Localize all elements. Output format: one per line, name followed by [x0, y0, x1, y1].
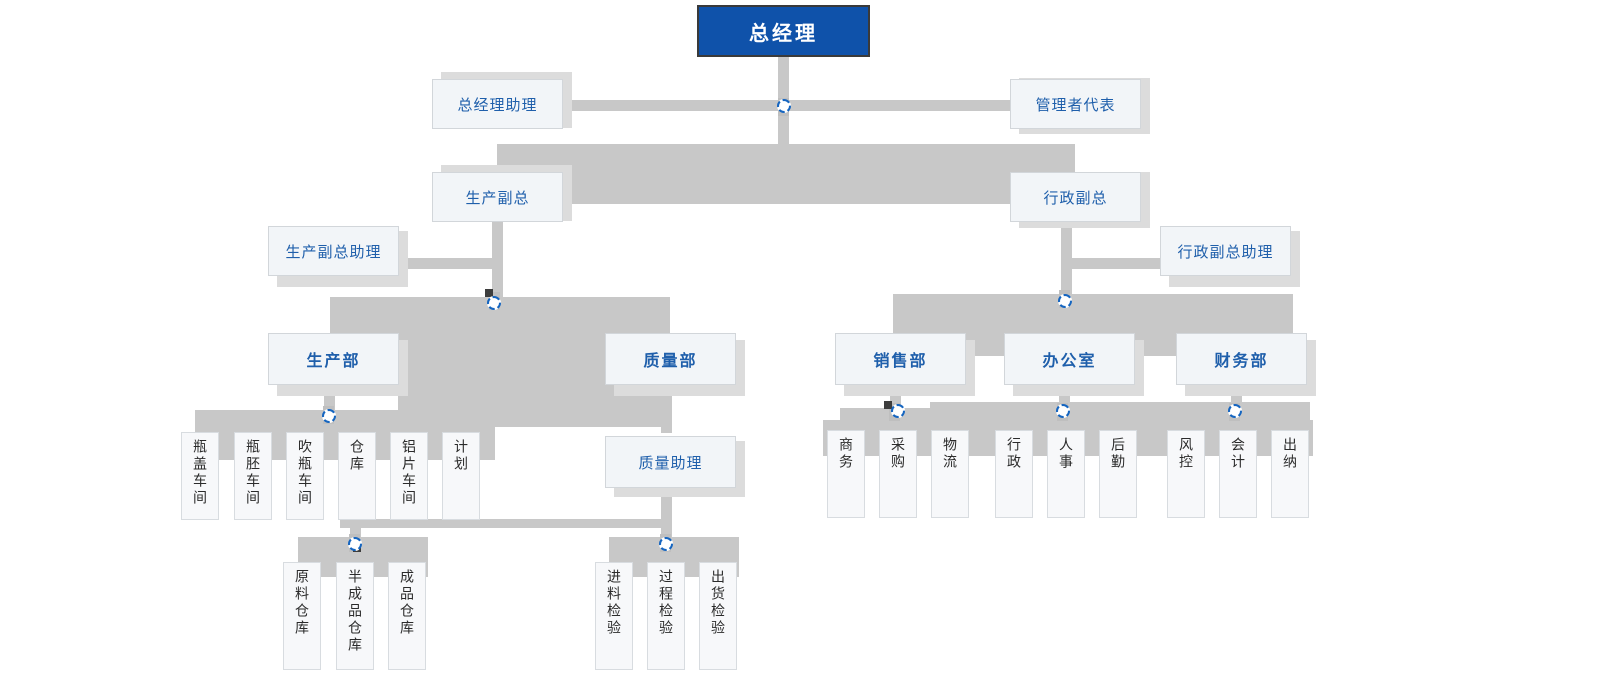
leaf-finance-0-label: 风控 [1178, 437, 1194, 471]
leaf-quality-0-label: 进料检验 [606, 569, 622, 637]
node-office-dept-label: 办公室 [1042, 353, 1097, 370]
connector-vp-hbar [497, 144, 1075, 204]
leaf-production-2-label: 吹瓶车间 [297, 439, 313, 507]
leaf-finance-0[interactable]: 风控 [1167, 430, 1205, 518]
node-management-rep[interactable]: 管理者代表 [1010, 79, 1141, 129]
connector-root-down [778, 57, 789, 105]
leaf-production-0[interactable]: 瓶盖车间 [181, 432, 219, 520]
leaf-office-2[interactable]: 后勤 [1099, 430, 1137, 518]
leaf-office-1-label: 人事 [1058, 437, 1074, 471]
leaf-quality-0[interactable]: 进料检验 [595, 562, 633, 670]
node-finance-dept-label: 财务部 [1214, 353, 1269, 370]
leaf-sales-1-label: 采购 [890, 437, 906, 471]
node-production-dept[interactable]: 生产部 [268, 333, 399, 385]
leaf-office-1[interactable]: 人事 [1047, 430, 1085, 518]
node-quality-dept-label: 质量部 [643, 353, 698, 370]
node-production-vp-assistant[interactable]: 生产副总助理 [268, 226, 399, 276]
leaf-office-2-label: 后勤 [1110, 437, 1126, 471]
leaf-finance-2-label: 出纳 [1282, 437, 1298, 471]
leaf-production-3-label: 仓库 [349, 439, 365, 473]
node-quality-assistant-label: 质量助理 [638, 454, 703, 472]
collapse-handle-production-vp[interactable] [487, 296, 501, 310]
connector-quality-down [661, 385, 672, 433]
connector-proddept-down [324, 385, 335, 413]
node-office-dept[interactable]: 办公室 [1004, 333, 1135, 385]
leaf-production-5[interactable]: 计划 [442, 432, 480, 520]
node-admin-vp-assistant[interactable]: 行政副总助理 [1160, 226, 1291, 276]
leaf-finance-1[interactable]: 会计 [1219, 430, 1257, 518]
leaf-warehouse-2-label: 成品仓库 [399, 569, 415, 637]
leaf-production-3[interactable]: 仓库 [338, 432, 376, 520]
leaf-warehouse-2[interactable]: 成品仓库 [388, 562, 426, 670]
leaf-production-5-label: 计划 [453, 439, 469, 473]
collapse-handle-sales-dept[interactable] [891, 404, 905, 418]
node-admin-vp-label: 行政副总 [1043, 189, 1108, 207]
leaf-sales-1[interactable]: 采购 [879, 430, 917, 518]
connector-root-down2 [778, 105, 789, 150]
leaf-office-0-label: 行政 [1006, 437, 1022, 471]
node-root[interactable]: 总经理 [697, 5, 870, 57]
connector-qa-down [661, 489, 672, 541]
connector-office-down [1059, 385, 1070, 411]
node-admin-vp[interactable]: 行政副总 [1010, 172, 1141, 222]
collapse-handle-finance-dept[interactable] [1228, 404, 1242, 418]
leaf-production-2[interactable]: 吹瓶车间 [286, 432, 324, 520]
leaf-warehouse-1-label: 半成品仓库 [347, 569, 363, 654]
leaf-production-1-label: 瓶胚车间 [245, 439, 261, 507]
node-gm-assistant-label: 总经理助理 [457, 96, 538, 114]
connector-adminvp-down [1061, 224, 1072, 302]
leaf-warehouse-1[interactable]: 半成品仓库 [336, 562, 374, 670]
selection-marker-production-vp [485, 289, 493, 297]
leaf-production-4-label: 铝片车间 [401, 439, 417, 507]
node-finance-dept[interactable]: 财务部 [1176, 333, 1307, 385]
leaf-quality-2[interactable]: 出货检验 [699, 562, 737, 670]
node-gm-assistant[interactable]: 总经理助理 [432, 79, 563, 129]
collapse-handle-warehouse[interactable] [348, 537, 362, 551]
node-production-vp-label: 生产副总 [465, 189, 530, 207]
leaf-finance-1-label: 会计 [1230, 437, 1246, 471]
node-production-vp-assistant-label: 生产副总助理 [285, 243, 382, 261]
collapse-handle-production-dept[interactable] [322, 409, 336, 423]
node-quality-dept[interactable]: 质量部 [605, 333, 736, 385]
collapse-handle-root[interactable] [777, 99, 791, 113]
leaf-sales-0[interactable]: 商务 [827, 430, 865, 518]
connector-adminvp-assistant [1068, 258, 1164, 269]
connector-finance-down [1231, 385, 1242, 411]
leaf-production-1[interactable]: 瓶胚车间 [234, 432, 272, 520]
node-sales-dept-label: 销售部 [873, 353, 928, 370]
leaf-warehouse-0-label: 原料仓库 [294, 569, 310, 637]
connector-prodvp-assistant [398, 258, 498, 269]
connector-warehouse-down [350, 519, 361, 541]
collapse-handle-admin-vp[interactable] [1058, 294, 1072, 308]
selection-marker-sales-dept [884, 401, 892, 409]
leaf-quality-2-label: 出货检验 [710, 569, 726, 637]
leaf-production-0-label: 瓶盖车间 [192, 439, 208, 507]
leaf-office-0[interactable]: 行政 [995, 430, 1033, 518]
collapse-handle-office-dept[interactable] [1056, 404, 1070, 418]
leaf-sales-2-label: 物流 [942, 437, 958, 471]
collapse-handle-quality-assistant[interactable] [659, 537, 673, 551]
node-sales-dept[interactable]: 销售部 [835, 333, 966, 385]
node-quality-assistant[interactable]: 质量助理 [605, 436, 736, 488]
connector-prod-quality-link [340, 519, 672, 528]
node-production-dept-label: 生产部 [306, 353, 361, 370]
leaf-warehouse-0[interactable]: 原料仓库 [283, 562, 321, 670]
leaf-finance-2[interactable]: 出纳 [1271, 430, 1309, 518]
node-production-vp[interactable]: 生产副总 [432, 172, 563, 222]
leaf-production-4[interactable]: 铝片车间 [390, 432, 428, 520]
leaf-quality-1[interactable]: 过程检验 [647, 562, 685, 670]
leaf-sales-2[interactable]: 物流 [931, 430, 969, 518]
node-root-label: 总经理 [749, 22, 818, 45]
leaf-quality-1-label: 过程检验 [658, 569, 674, 637]
leaf-sales-0-label: 商务 [838, 437, 854, 471]
node-management-rep-label: 管理者代表 [1035, 96, 1116, 114]
connector-sales-down [890, 385, 901, 411]
node-admin-vp-assistant-label: 行政副总助理 [1177, 243, 1274, 261]
